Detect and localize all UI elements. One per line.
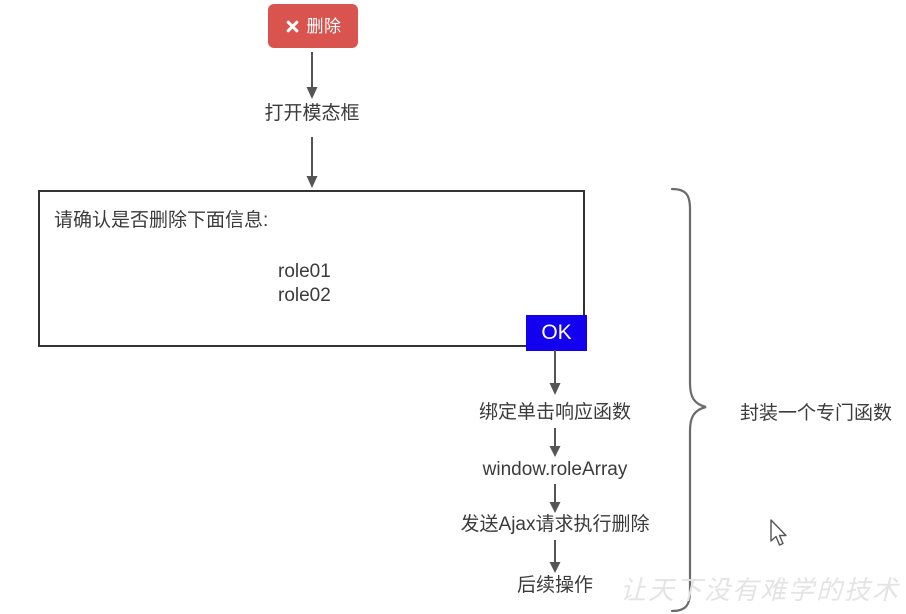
mouse-cursor-icon bbox=[770, 519, 787, 546]
group-brace bbox=[660, 185, 720, 614]
arrow-delete-to-modal bbox=[306, 52, 318, 99]
flow-label-bind-handler: 绑定单击响应函数 bbox=[478, 402, 632, 423]
flow-label-role-array: window.roleArray bbox=[482, 459, 628, 480]
dialog-role-list: role01 role02 bbox=[278, 260, 331, 308]
list-item: role02 bbox=[278, 285, 331, 306]
arrow-rolearray-to-ajax bbox=[549, 484, 561, 513]
list-item: role01 bbox=[278, 261, 331, 282]
arrow-bind-to-rolearray bbox=[549, 428, 561, 457]
flow-label-open-modal: 打开模态框 bbox=[264, 103, 360, 124]
brace-label: 封装一个专门函数 bbox=[740, 403, 893, 424]
flow-label-followup: 后续操作 bbox=[516, 575, 594, 596]
flow-label-ajax-delete: 发送Ajax请求执行删除 bbox=[460, 514, 650, 535]
arrow-ok-to-bind bbox=[549, 350, 561, 395]
delete-button[interactable]: 删除 bbox=[268, 4, 358, 48]
arrow-ajax-to-followup bbox=[549, 540, 561, 573]
arrow-modal-to-dialog bbox=[306, 137, 318, 188]
delete-button-label: 删除 bbox=[306, 16, 342, 36]
close-x-icon bbox=[285, 19, 300, 34]
watermark-text: 让天下没有难学的技术 bbox=[620, 576, 901, 605]
dialog-title: 请确认是否删除下面信息: bbox=[54, 210, 269, 231]
confirm-dialog: 请确认是否删除下面信息: role01 role02 OK bbox=[38, 190, 587, 351]
ok-button[interactable]: OK bbox=[526, 315, 587, 351]
curly-brace-icon bbox=[670, 187, 707, 613]
